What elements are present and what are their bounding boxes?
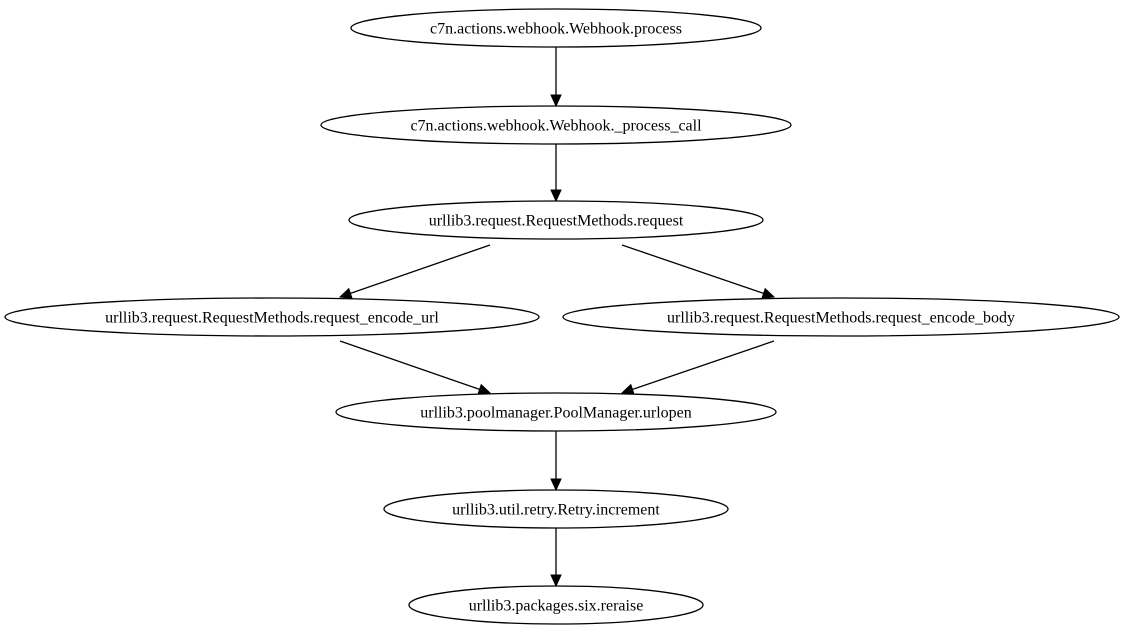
node-label: urllib3.packages.six.reraise	[469, 598, 644, 615]
graph-node: urllib3.request.RequestMethods.request_e…	[4, 297, 540, 337]
node-label: urllib3.util.retry.Retry.increment	[452, 502, 660, 519]
edges-layer	[338, 47, 776, 588]
graph-node: urllib3.request.RequestMethods.request_e…	[562, 297, 1120, 337]
node-ellipse	[350, 8, 762, 48]
edge-n7-n8	[550, 528, 562, 588]
edge-n3-n5	[621, 244, 776, 299]
edge-line	[350, 244, 491, 295]
graph-node: urllib3.request.RequestMethods.request	[348, 200, 764, 240]
node-ellipse	[408, 585, 704, 625]
node-ellipse	[348, 200, 764, 240]
node-ellipse	[562, 297, 1120, 337]
edge-n3-n4	[338, 244, 491, 299]
graph-node: c7n.actions.webhook.Webhook._process_cal…	[320, 105, 792, 145]
edge-line	[632, 340, 775, 391]
graph-node: urllib3.packages.six.reraise	[408, 585, 704, 625]
edge-n4-n6	[339, 340, 492, 395]
arrowhead-icon	[477, 383, 492, 395]
graph-node: c7n.actions.webhook.Webhook.process	[350, 8, 762, 48]
graph-node: urllib3.util.retry.Retry.increment	[383, 489, 729, 529]
arrowhead-icon	[761, 287, 776, 299]
arrowhead-icon	[550, 189, 562, 203]
arrowhead-icon	[550, 574, 562, 588]
node-ellipse	[383, 489, 729, 529]
arrowhead-icon	[550, 478, 562, 492]
arrowhead-icon	[620, 383, 635, 395]
edge-n5-n6	[620, 340, 775, 395]
edge-n1-n2	[550, 47, 562, 108]
node-label: urllib3.request.RequestMethods.request_e…	[105, 310, 439, 327]
node-label: c7n.actions.webhook.Webhook.process	[430, 21, 682, 38]
node-ellipse	[4, 297, 540, 337]
graph-node: urllib3.poolmanager.PoolManager.urlopen	[335, 392, 777, 432]
edge-line	[339, 340, 480, 391]
arrowhead-icon	[550, 94, 562, 108]
edge-n6-n7	[550, 431, 562, 492]
node-label: urllib3.request.RequestMethods.request_e…	[667, 310, 1015, 327]
node-label: c7n.actions.webhook.Webhook._process_cal…	[410, 118, 702, 135]
edge-n2-n3	[550, 144, 562, 203]
arrowhead-icon	[338, 287, 353, 299]
node-ellipse	[320, 105, 792, 145]
node-label: urllib3.request.RequestMethods.request	[429, 213, 684, 230]
edge-line	[621, 244, 764, 295]
nodes-layer: c7n.actions.webhook.Webhook.process c7n.a…	[4, 8, 1120, 625]
node-ellipse	[335, 392, 777, 432]
node-label: urllib3.poolmanager.PoolManager.urlopen	[420, 405, 692, 422]
